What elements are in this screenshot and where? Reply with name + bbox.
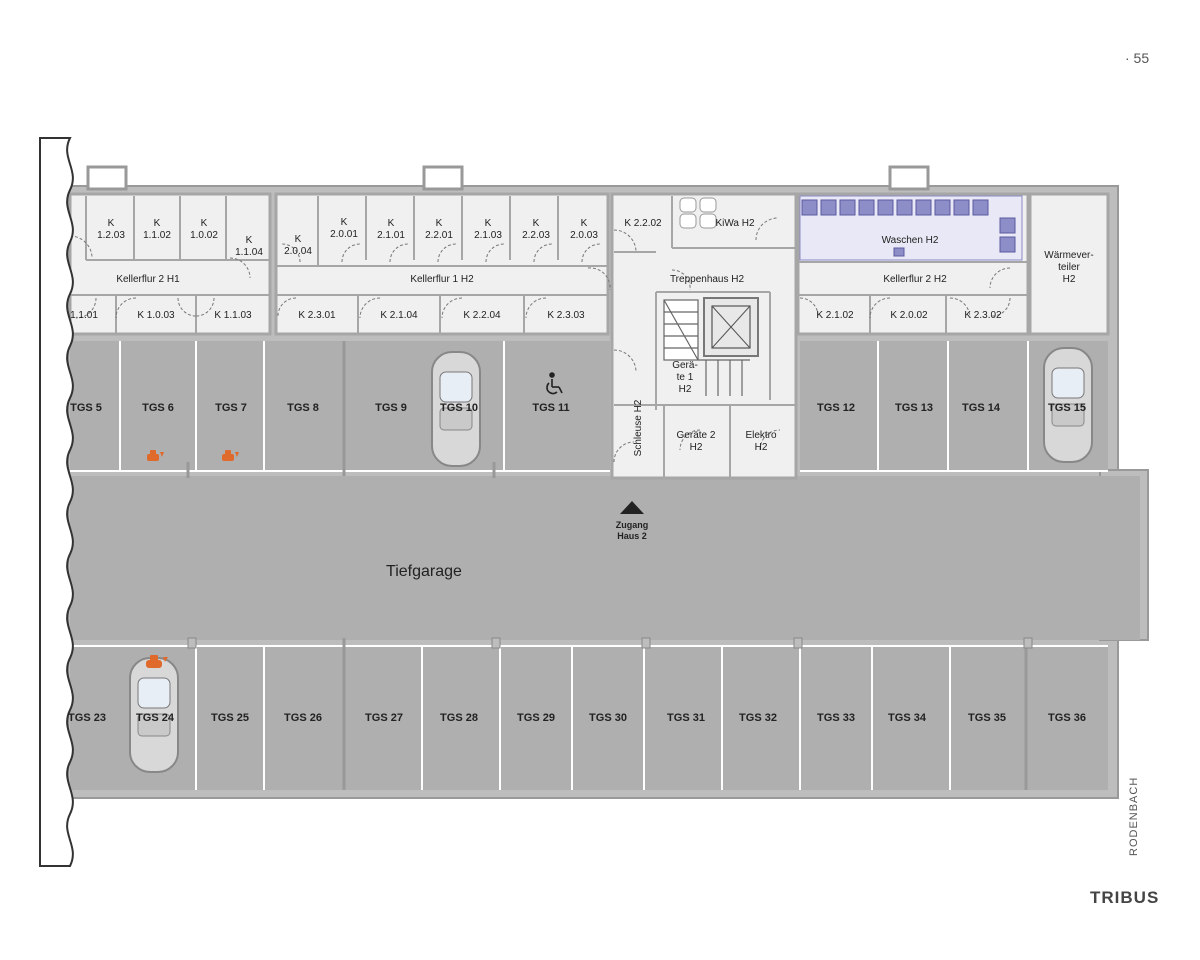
- parking-space-top: TGS 14: [962, 402, 1001, 414]
- parking-space-top: TGS 6: [142, 402, 174, 414]
- ev-charging-icon: [147, 450, 164, 461]
- parking-space-top: TGS 11: [532, 402, 569, 414]
- parking-space-bottom: TGS 34: [888, 712, 927, 724]
- car-icon: [1043, 347, 1093, 463]
- wheelchair-icon: [546, 372, 563, 395]
- ev-charging-icon: [146, 655, 168, 668]
- parking-space-bottom: TGS 31: [667, 712, 705, 724]
- parking-space-bottom: TGS 27: [365, 712, 403, 724]
- parking-space-top: TGS 7: [215, 402, 247, 414]
- parking-space-bottom: TGS 35: [968, 712, 1006, 724]
- room-k-2-3-02: K 2.3.02: [964, 310, 1002, 321]
- room-k-2-1-02: K 2.1.02: [816, 310, 854, 321]
- parking-space-top: TGS 12: [817, 402, 855, 414]
- parking-space-top: TGS 5: [70, 402, 102, 414]
- room-k-2-2-02: K 2.2.02: [624, 218, 662, 229]
- parking-space-top: TGS 13: [895, 402, 933, 414]
- brand-logo: TRIBUS: [1090, 888, 1160, 907]
- room-waschen: Waschen H2: [882, 235, 939, 246]
- storage-block-mid: [274, 192, 610, 336]
- parking-space-bottom: TGS 24: [136, 712, 175, 724]
- staircase: [663, 299, 750, 396]
- heat-room: [1028, 192, 1110, 336]
- stairwell-label: Treppenhaus H2: [670, 274, 745, 285]
- columns-top: [186, 341, 496, 478]
- parking-space-bottom: TGS 25: [211, 712, 249, 724]
- parking-space-bottom: TGS 29: [517, 712, 555, 724]
- parking-space-bottom: TGS 30: [589, 712, 627, 724]
- car-icon: [431, 351, 481, 467]
- garage-floor-bottom: [70, 645, 1108, 790]
- brand-location: RODENBACH: [1128, 776, 1140, 856]
- room-schleuse: Schleuse H2: [633, 399, 644, 456]
- parking-top-labels: TGS 5 TGS 6 TGS 7 TGS 8 TGS 9 TGS 10 TGS…: [70, 402, 1086, 414]
- parking-space-bottom: TGS 36: [1048, 712, 1086, 724]
- parking-space-bottom: TGS 32: [739, 712, 777, 724]
- cut-line: [39, 137, 74, 867]
- light-well: [422, 165, 464, 191]
- light-well: [86, 165, 128, 191]
- garage-aisle: [70, 476, 1140, 640]
- parking-space-bottom: TGS 28: [440, 712, 478, 724]
- pillars: [187, 637, 1033, 649]
- room-k-1-1-01: 1.1.01: [70, 310, 98, 321]
- room-k-2-3-03: K 2.3.03: [547, 310, 585, 321]
- parking-lines-top: [119, 341, 1029, 471]
- corridor-kellerflur-2-h1: Kellerflur 2 H1: [116, 274, 180, 285]
- kiwa-appliances: [679, 197, 717, 229]
- parking-space-top: TGS 8: [287, 402, 319, 414]
- light-well: [888, 165, 930, 191]
- washing-machines: [801, 199, 1016, 257]
- corridor-kellerflur-1-h2: Kellerflur 1 H2: [410, 274, 474, 285]
- room-kiwa: KiWa H2: [715, 218, 755, 229]
- garage-floor-top: [70, 341, 610, 471]
- parking-space-bottom: TGS 33: [817, 712, 855, 724]
- door-swings: [69, 217, 1011, 463]
- elevator: [703, 297, 759, 357]
- parking-space-bottom: TGS 26: [284, 712, 322, 724]
- page-number: · 55: [1125, 50, 1150, 66]
- parking-lines-bottom: [195, 646, 951, 790]
- parking-space-bottom: TGS 23: [68, 712, 106, 724]
- room-k-2-2-04: K 2.2.04: [463, 310, 501, 321]
- parking-space-top: TGS 10: [440, 402, 478, 414]
- entrance-arrow-icon: [620, 501, 644, 514]
- room-k-1-0-03: K 1.0.03: [137, 310, 175, 321]
- room-k-2-0-02: K 2.0.02: [890, 310, 928, 321]
- columns-bottom: [342, 638, 1028, 790]
- room-k-2-1-04: K 2.1.04: [380, 310, 418, 321]
- storage-walls: [70, 196, 1028, 478]
- parking-space-top: TGS 15: [1048, 402, 1086, 414]
- car-icon: [129, 657, 179, 773]
- storage-block-left: [68, 192, 272, 336]
- room-k-1-1-03: K 1.1.03: [214, 310, 252, 321]
- room-k-2-3-01: K 2.3.01: [298, 310, 336, 321]
- parking-bottom-labels: TGS 23 TGS 24 TGS 25 TGS 26 TGS 27 TGS 2…: [68, 712, 1086, 724]
- parking-space-top: TGS 9: [375, 402, 407, 414]
- ev-charging-icon: [222, 450, 239, 461]
- garage-label: Tiefgarage: [386, 563, 462, 580]
- corridor-kellerflur-2-h2: Kellerflur 2 H2: [883, 274, 947, 285]
